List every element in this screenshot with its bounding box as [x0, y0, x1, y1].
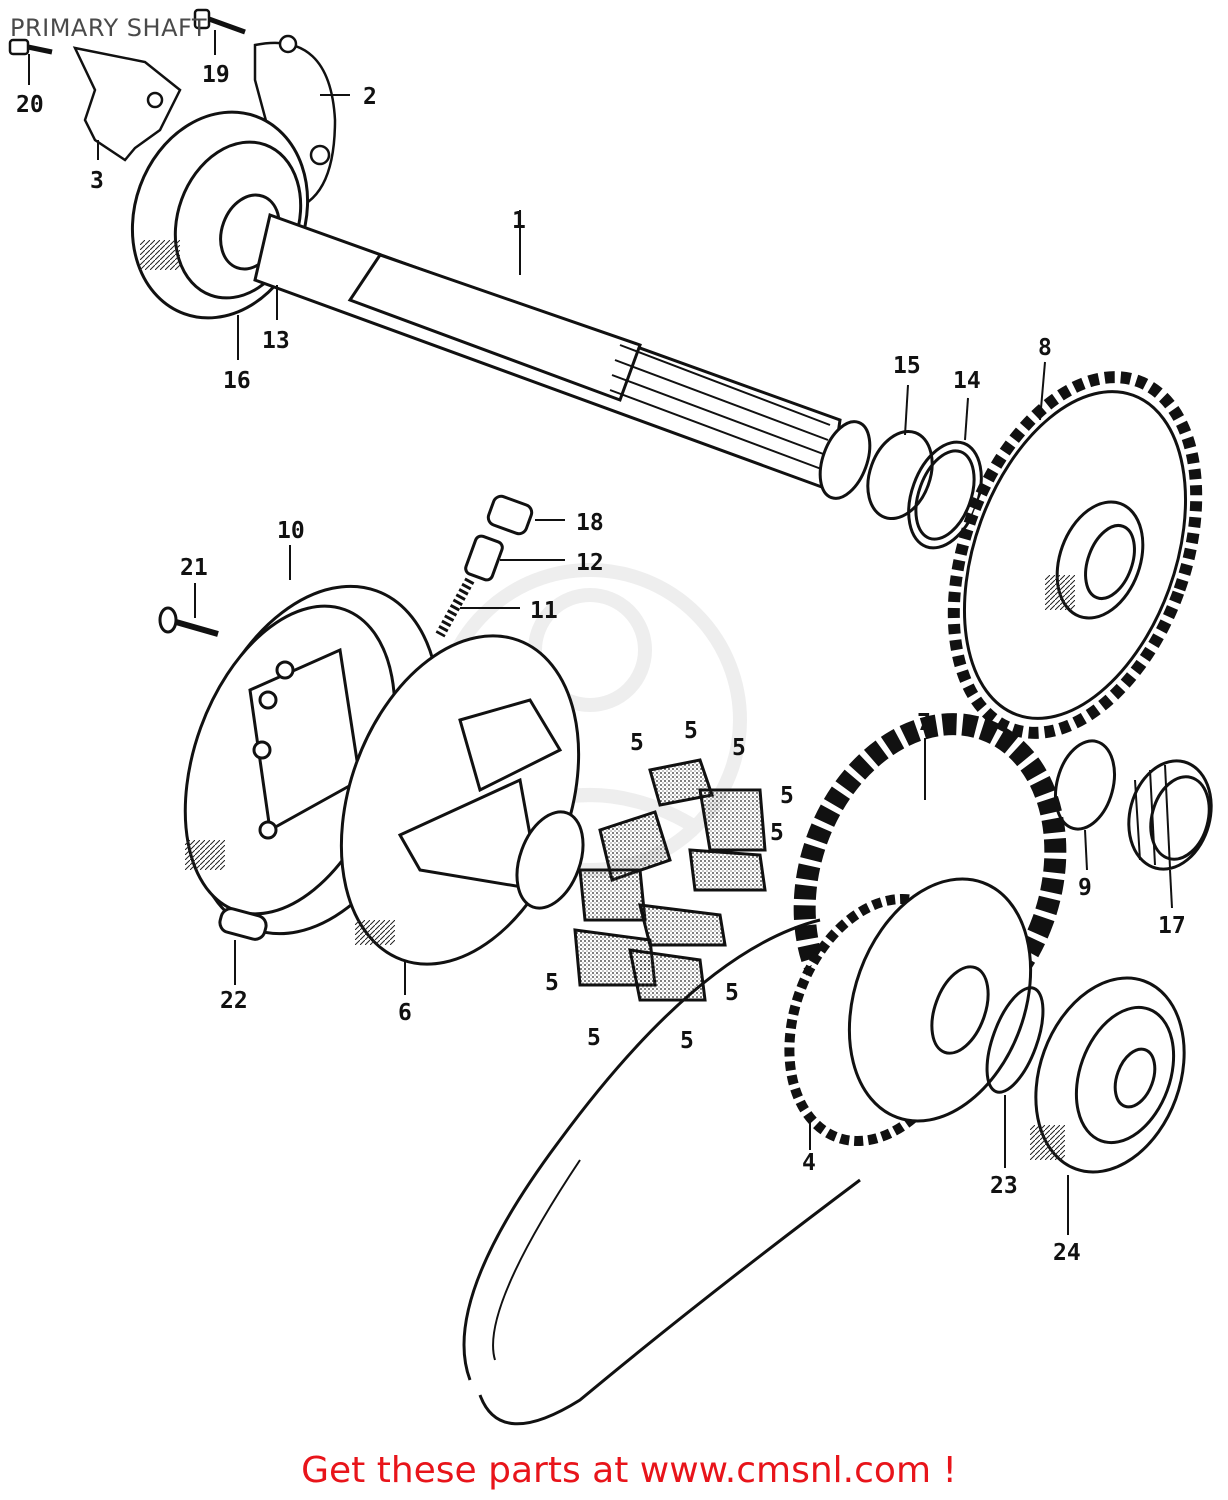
callout-5d: 5: [780, 783, 794, 809]
callout-5e: 5: [770, 820, 784, 846]
part-screw-pin: [158, 606, 268, 941]
callout-14: 14: [953, 368, 981, 394]
callout-21: 21: [180, 555, 208, 581]
diagram-title: PRIMARY SHAFT: [10, 14, 208, 42]
callout-6: 6: [398, 1000, 412, 1026]
callout-15: 15: [893, 353, 921, 379]
part-dampers: [573, 758, 767, 1002]
footer-promo[interactable]: Get these parts at www.cmsnl.com !: [0, 1450, 1228, 1491]
callout-5c: 5: [732, 735, 746, 761]
part-drive-hub: [339, 634, 585, 966]
callout-5f: 5: [545, 970, 559, 996]
part-cover-plate: [253, 34, 337, 212]
footer-promo-text[interactable]: Get these parts at www.cmsnl.com !: [301, 1450, 957, 1491]
callout-2: 2: [363, 84, 377, 110]
callout-17: 17: [1158, 913, 1186, 939]
part-sprocket: [784, 877, 1033, 1147]
callout-10: 10: [277, 518, 305, 544]
leader-lines: [28, 30, 1173, 1235]
callout-8: 8: [1038, 335, 1052, 361]
part-roller-spring: [435, 494, 534, 638]
callout-5g: 5: [587, 1025, 601, 1051]
callout-5h: 5: [680, 1028, 694, 1054]
callout-5a: 5: [630, 730, 644, 756]
callout-20: 20: [16, 92, 44, 118]
part-gear-8: [947, 371, 1203, 739]
callout-labels: 1 2 3 4 5 5 5 5 5 5 5 5 5 6 7 8 9 10 11 …: [16, 62, 1186, 1266]
callout-7: 7: [917, 710, 931, 736]
callout-19: 19: [202, 62, 230, 88]
part-bearing-24: [985, 976, 1186, 1174]
part-primary-shaft: [253, 213, 872, 500]
part-bolts-top: [8, 8, 246, 56]
callout-5i: 5: [725, 980, 739, 1006]
callout-4: 4: [802, 1150, 816, 1176]
callout-1: 1: [512, 208, 526, 234]
callout-3: 3: [90, 168, 104, 194]
callout-22: 22: [220, 988, 248, 1014]
callout-24: 24: [1053, 1240, 1081, 1266]
callout-13: 13: [262, 328, 290, 354]
callout-5b: 5: [684, 718, 698, 744]
part-needle-bearing: [1054, 739, 1213, 871]
part-bracket: [72, 46, 182, 162]
callout-12: 12: [576, 550, 604, 576]
callout-16: 16: [223, 368, 251, 394]
callout-11: 11: [530, 598, 558, 624]
callout-18: 18: [576, 510, 604, 536]
callout-9: 9: [1078, 875, 1092, 901]
callout-23: 23: [990, 1173, 1018, 1199]
